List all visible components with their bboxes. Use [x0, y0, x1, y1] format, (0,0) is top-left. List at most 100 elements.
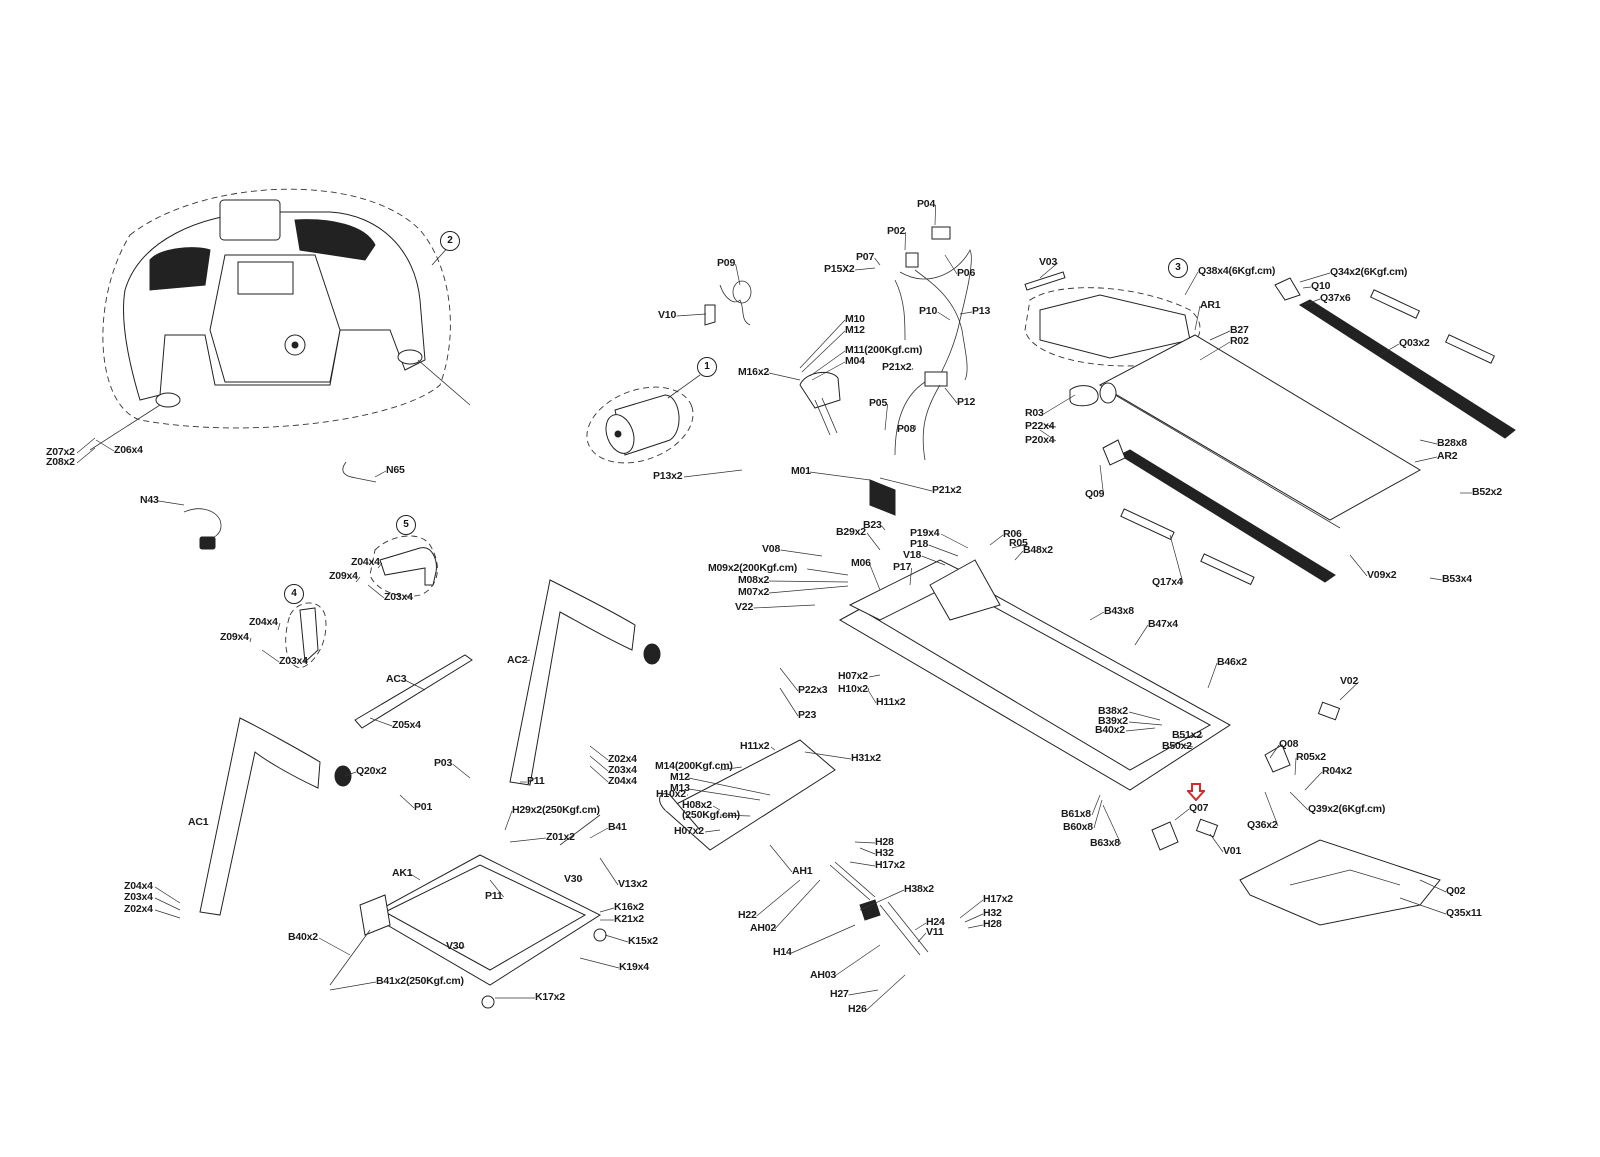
leader-line — [579, 877, 583, 881]
leader-line — [329, 981, 377, 991]
part-label: Z01x2 — [546, 831, 575, 843]
part-label: Z03x4 — [279, 655, 308, 667]
part-label: V03 — [1039, 256, 1058, 268]
base-cover-drawing — [1239, 839, 1441, 926]
leader-line — [1091, 794, 1101, 816]
part-label: R03 — [1025, 407, 1044, 419]
leader-line — [866, 532, 881, 551]
part-label: B40x2 — [1095, 724, 1125, 736]
part-label: V02 — [1340, 675, 1359, 687]
leader-line — [1011, 543, 1028, 549]
leader-line — [769, 844, 793, 873]
leader-line — [355, 576, 361, 583]
part-label: M12 — [670, 771, 690, 783]
leader-line — [849, 861, 876, 867]
leader-line — [735, 263, 741, 286]
part-label: M01 — [791, 465, 811, 477]
leader-line — [1339, 681, 1359, 701]
leader-line — [768, 580, 849, 583]
leader-line — [1209, 833, 1224, 853]
part-label: N43 — [140, 494, 159, 506]
leader-line — [1174, 808, 1190, 821]
leader-line — [1102, 804, 1122, 845]
leader-line — [854, 267, 876, 271]
leader-line — [944, 387, 958, 404]
leader-line — [914, 922, 927, 931]
part-label: H07x2 — [674, 825, 704, 837]
part-label: B43x8 — [1104, 605, 1134, 617]
part-label: H11x2 — [876, 696, 906, 708]
leader-line — [807, 568, 849, 576]
base-frame-drawing — [329, 814, 607, 1009]
leader-line — [1304, 771, 1323, 791]
part-label: H32 — [983, 907, 1002, 919]
end-caps-drawing — [1151, 701, 1341, 851]
part-label: B38x2 — [1098, 705, 1128, 717]
leader-line — [768, 372, 801, 381]
part-label: M04 — [845, 355, 865, 367]
part-label: Q09 — [1085, 488, 1105, 500]
part-label: V01 — [1223, 845, 1242, 857]
leader-line — [959, 899, 984, 919]
leader-line — [604, 934, 629, 943]
leader-line — [1169, 741, 1194, 748]
part-label: B51x2 — [1172, 729, 1202, 741]
part-label: P01 — [414, 801, 433, 813]
part-label: R04x2 — [1322, 765, 1352, 777]
leader-line — [848, 989, 879, 996]
part-label: P22x4 — [1025, 420, 1055, 432]
leader-line — [367, 584, 385, 599]
safety-key-parts — [183, 461, 377, 550]
leader-line — [866, 974, 906, 1011]
leader-line — [688, 777, 771, 796]
leader-line — [914, 424, 916, 431]
leader-line — [811, 361, 846, 381]
part-label: P04 — [917, 198, 936, 210]
part-label: P15X2 — [824, 263, 855, 275]
deck-drawing — [1069, 277, 1516, 586]
leader-line — [344, 771, 357, 777]
part-label: M11(200Kgf.cm) — [845, 344, 923, 356]
part-label: P03 — [434, 757, 453, 769]
leader-line — [589, 765, 609, 783]
part-label: B63x8 — [1090, 837, 1120, 849]
leader-line — [154, 886, 181, 904]
leader-line — [504, 810, 513, 831]
leader-line — [688, 788, 761, 801]
leader-line — [1299, 272, 1331, 283]
leader-line — [791, 924, 856, 954]
leader-line — [909, 567, 912, 586]
part-label: Z04x4 — [249, 616, 278, 628]
leader-line — [940, 533, 969, 549]
part-label: P13x2 — [653, 470, 683, 482]
part-label: V30 — [446, 940, 465, 952]
leader-line — [1289, 791, 1309, 811]
part-label: Z03x4 — [124, 891, 153, 903]
leader-line — [1414, 456, 1438, 463]
part-label: Z04x4 — [608, 775, 637, 787]
part-label: B60x8 — [1063, 821, 1093, 833]
part-label: H10x2 — [838, 683, 868, 695]
part-label: K19x4 — [619, 961, 649, 973]
part-label: V11 — [926, 926, 944, 938]
leader-line — [964, 913, 984, 923]
part-label: P18 — [910, 538, 929, 550]
leader-line — [410, 873, 421, 881]
leader-line — [834, 944, 881, 977]
leader-line — [1128, 721, 1163, 726]
part-label: P09 — [717, 257, 736, 269]
leader-line — [1014, 550, 1024, 561]
part-label: B50x2 — [1162, 740, 1192, 752]
leader-line — [1169, 534, 1184, 584]
part-label: K17x2 — [535, 991, 565, 1003]
leader-line — [934, 204, 936, 226]
part-label: V10 — [658, 309, 677, 321]
part-label: H14 — [773, 946, 792, 958]
part-label: Q35x11 — [1446, 907, 1482, 919]
leader-line — [859, 889, 905, 911]
leader-line — [874, 257, 881, 266]
part-label: AH1 — [792, 865, 813, 877]
part-label: V18 — [903, 549, 922, 561]
leader-line — [854, 841, 876, 844]
